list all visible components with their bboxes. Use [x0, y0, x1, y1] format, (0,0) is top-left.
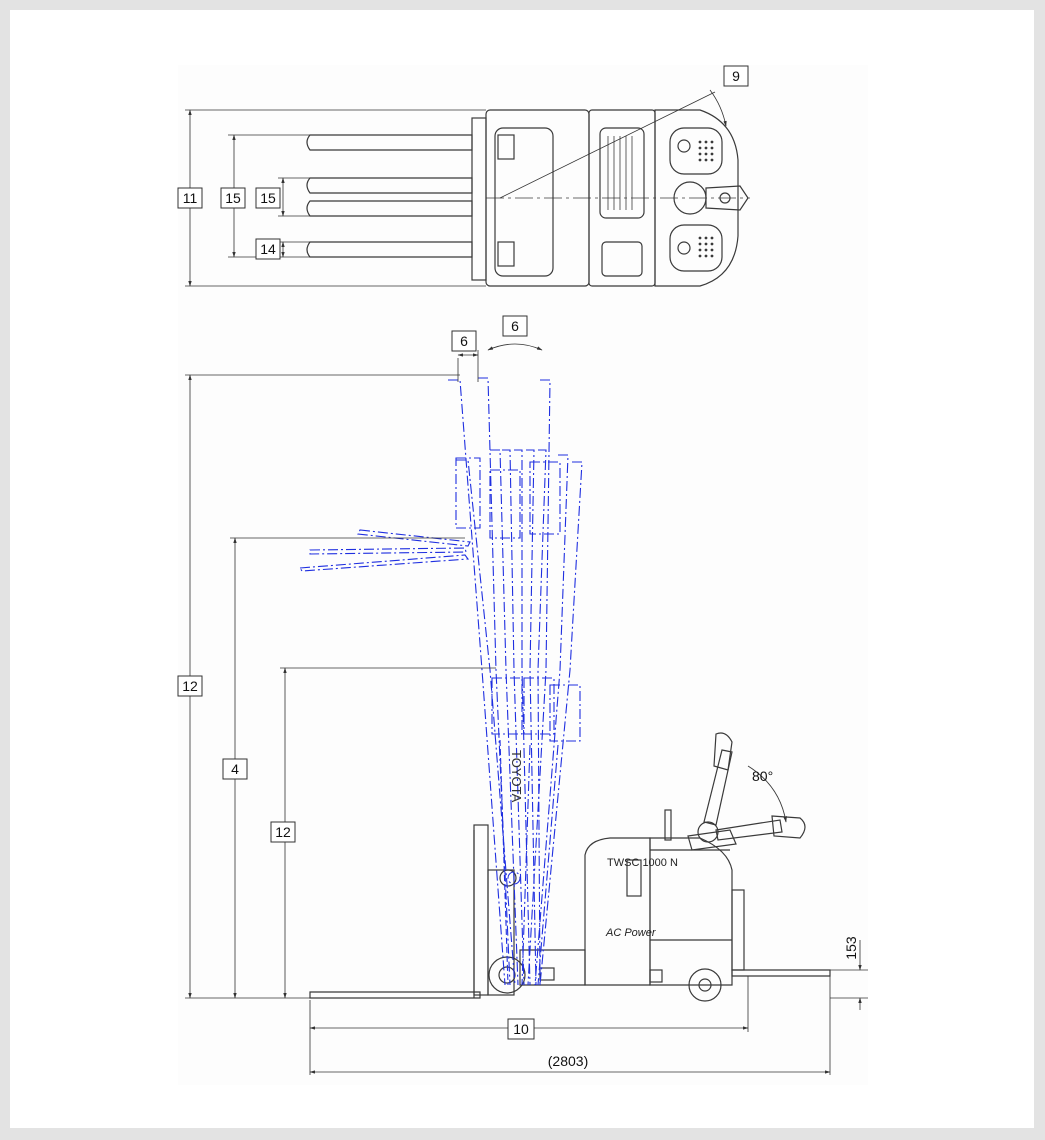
- mast-back-tilt-1: [448, 379, 506, 986]
- mast-vertical-1: [478, 377, 511, 986]
- mast-pivot: [499, 869, 517, 887]
- technical-drawing: 11 15 15 14 9: [177, 65, 868, 1085]
- drive-wheel: [688, 968, 722, 1002]
- control-panel-lower: [669, 224, 723, 272]
- tiller-arm-up: [703, 749, 733, 826]
- callout-max-height: 12: [182, 678, 198, 694]
- tiller-pivot-side: [697, 821, 719, 843]
- control-dots: [698, 140, 714, 258]
- side-callouts: 6 6 12 4 12 10 (2803) 153: [177, 315, 859, 1069]
- tiller-head-top: [705, 185, 749, 211]
- callout-tilt-forward: 6: [460, 333, 468, 349]
- callout-handle-clearance: 9: [732, 68, 740, 84]
- callout-overall-width: 11: [183, 190, 198, 206]
- sheet: [178, 65, 868, 1085]
- callout-fork-spread-outer: 15: [225, 190, 241, 206]
- side-forks-lowered: [309, 991, 481, 999]
- side-view-truck: [309, 732, 831, 1002]
- drawing-frame: 11 15 15 14 9: [10, 10, 1034, 1128]
- control-panel-upper: [669, 127, 723, 175]
- carriage-high: [455, 457, 481, 529]
- tiller-head-down: [771, 815, 806, 839]
- callout-overall-length: (2803): [548, 1053, 588, 1069]
- mast-inner-top: [494, 127, 554, 277]
- tiller-arm-down: [715, 819, 783, 841]
- top-forks: [306, 134, 473, 258]
- fork-high-1: [299, 554, 470, 572]
- tiller-head-up: [713, 732, 733, 771]
- callout-fork-spread-inner: 15: [260, 190, 276, 206]
- top-callouts: 11 15 15 14 9: [177, 65, 749, 260]
- callout-lift-height: 4: [231, 761, 239, 777]
- platform-top: [654, 109, 739, 287]
- callout-tilt-back: 6: [511, 318, 519, 334]
- callout-lowered-height: 12: [275, 824, 291, 840]
- callout-wheelbase: 10: [513, 1021, 529, 1037]
- model-badge-box: [626, 859, 642, 897]
- battery-vent: [599, 127, 645, 219]
- model-badge: TWSC 1000 N: [607, 857, 678, 869]
- mast-forward-tilt-1: [527, 379, 551, 986]
- carriage-mid: [491, 677, 523, 735]
- mast-overlay: [299, 377, 583, 986]
- callout-fork-width: 14: [260, 241, 276, 257]
- mast-brand: TOYOTA: [509, 750, 524, 803]
- callout-fork-thickness: 153: [843, 936, 859, 960]
- top-view: [306, 109, 750, 287]
- script-badge: AC Power: [605, 927, 657, 939]
- handle-angle-label: 80°: [752, 768, 773, 784]
